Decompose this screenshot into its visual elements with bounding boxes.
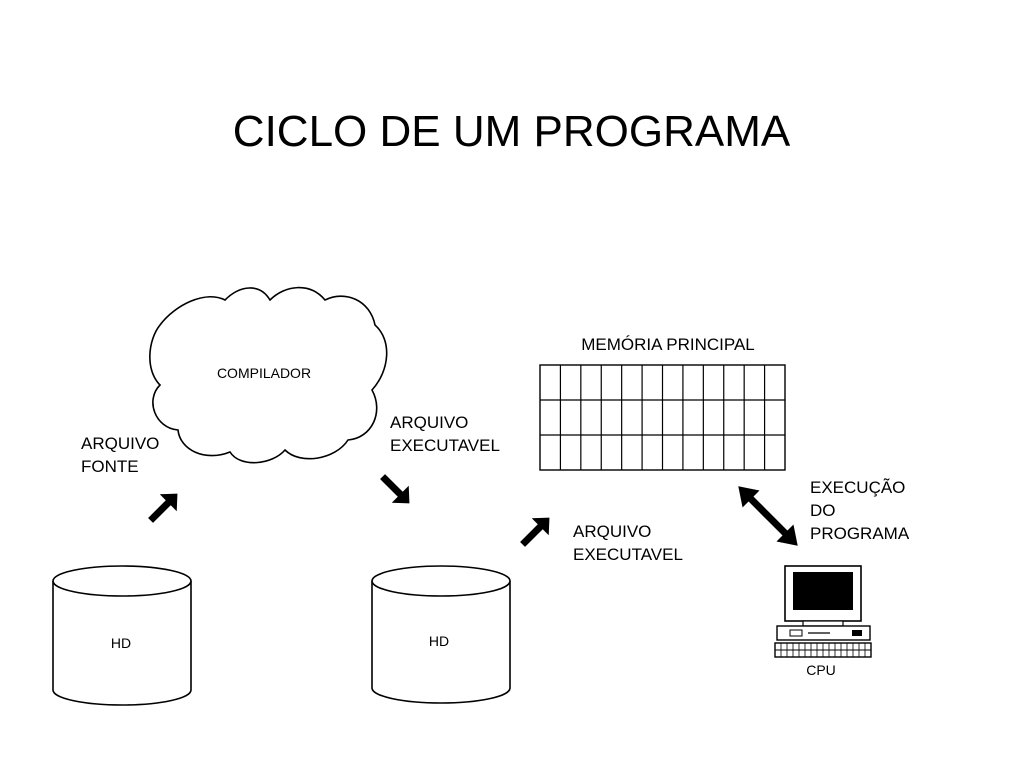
compiler-node: COMPILADOR (149, 286, 388, 464)
arrow-up-right-icon (520, 517, 550, 547)
execution-label-line2: DO (810, 501, 836, 520)
execution-label-line1: EXECUÇÃO (810, 478, 905, 497)
compiler-label: COMPILADOR (217, 365, 311, 381)
exec-file-label-bottom-line2: EXECUTAVEL (573, 545, 683, 564)
exec-file-label-top-line2: EXECUTAVEL (390, 436, 500, 455)
cloud-shape (149, 286, 388, 464)
hd-exec-label: HD (429, 633, 449, 649)
exec-file-label-top-line1: ARQUIVO (390, 413, 468, 432)
arrow-down-right-icon (380, 474, 410, 504)
hard-disk-icon: HD (371, 565, 511, 704)
main-memory-label: MEMÓRIA PRINCIPAL (581, 335, 755, 354)
arrow-up-right-icon (148, 493, 178, 523)
hd-source-label: HD (111, 635, 131, 651)
hard-disk-icon: HD (52, 565, 192, 706)
cpu-label: CPU (806, 662, 836, 678)
memory-grid-lines (540, 365, 785, 470)
execution-label-line3: PROGRAMA (810, 524, 910, 543)
double-arrow-icon (738, 486, 798, 546)
main-memory-node: MEMÓRIA PRINCIPAL (539, 335, 786, 471)
computer-icon: CPU (774, 565, 872, 678)
exec-file-label-bottom-line1: ARQUIVO (573, 522, 651, 541)
source-file-label-line2: FONTE (81, 457, 139, 476)
source-file-label-line1: ARQUIVO (81, 434, 159, 453)
page-title: CICLO DE UM PROGRAMA (232, 107, 791, 156)
